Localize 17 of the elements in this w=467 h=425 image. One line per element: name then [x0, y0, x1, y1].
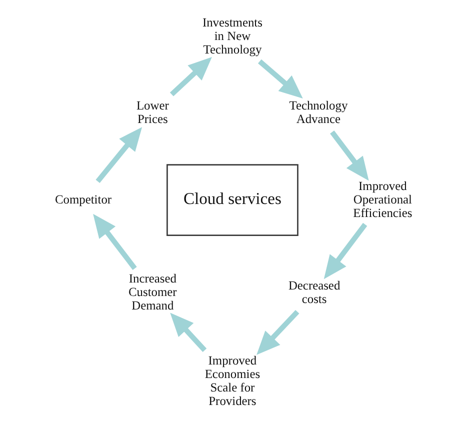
arrow: [330, 130, 369, 181]
arrow: [324, 222, 368, 280]
node-text: Investments in New Technology: [202, 16, 262, 57]
arrow: [256, 310, 300, 355]
arrow: [96, 127, 142, 183]
node-text: Improved Economies Scale for Providers: [204, 353, 260, 408]
node-text: Decreased costs: [288, 278, 340, 306]
arrow: [93, 214, 137, 270]
arrow: [258, 59, 303, 99]
node-box: Cloud services: [166, 164, 298, 236]
node-text: Lower Prices: [136, 98, 169, 126]
node-text: Increased Customer Demand: [128, 272, 177, 312]
node-text: Competitor: [54, 192, 112, 206]
arrow: [170, 312, 207, 352]
node-text: Improved Operational Efficiencies: [353, 178, 412, 220]
node-text: Technology Advance: [289, 98, 348, 126]
arrow: [170, 56, 212, 96]
